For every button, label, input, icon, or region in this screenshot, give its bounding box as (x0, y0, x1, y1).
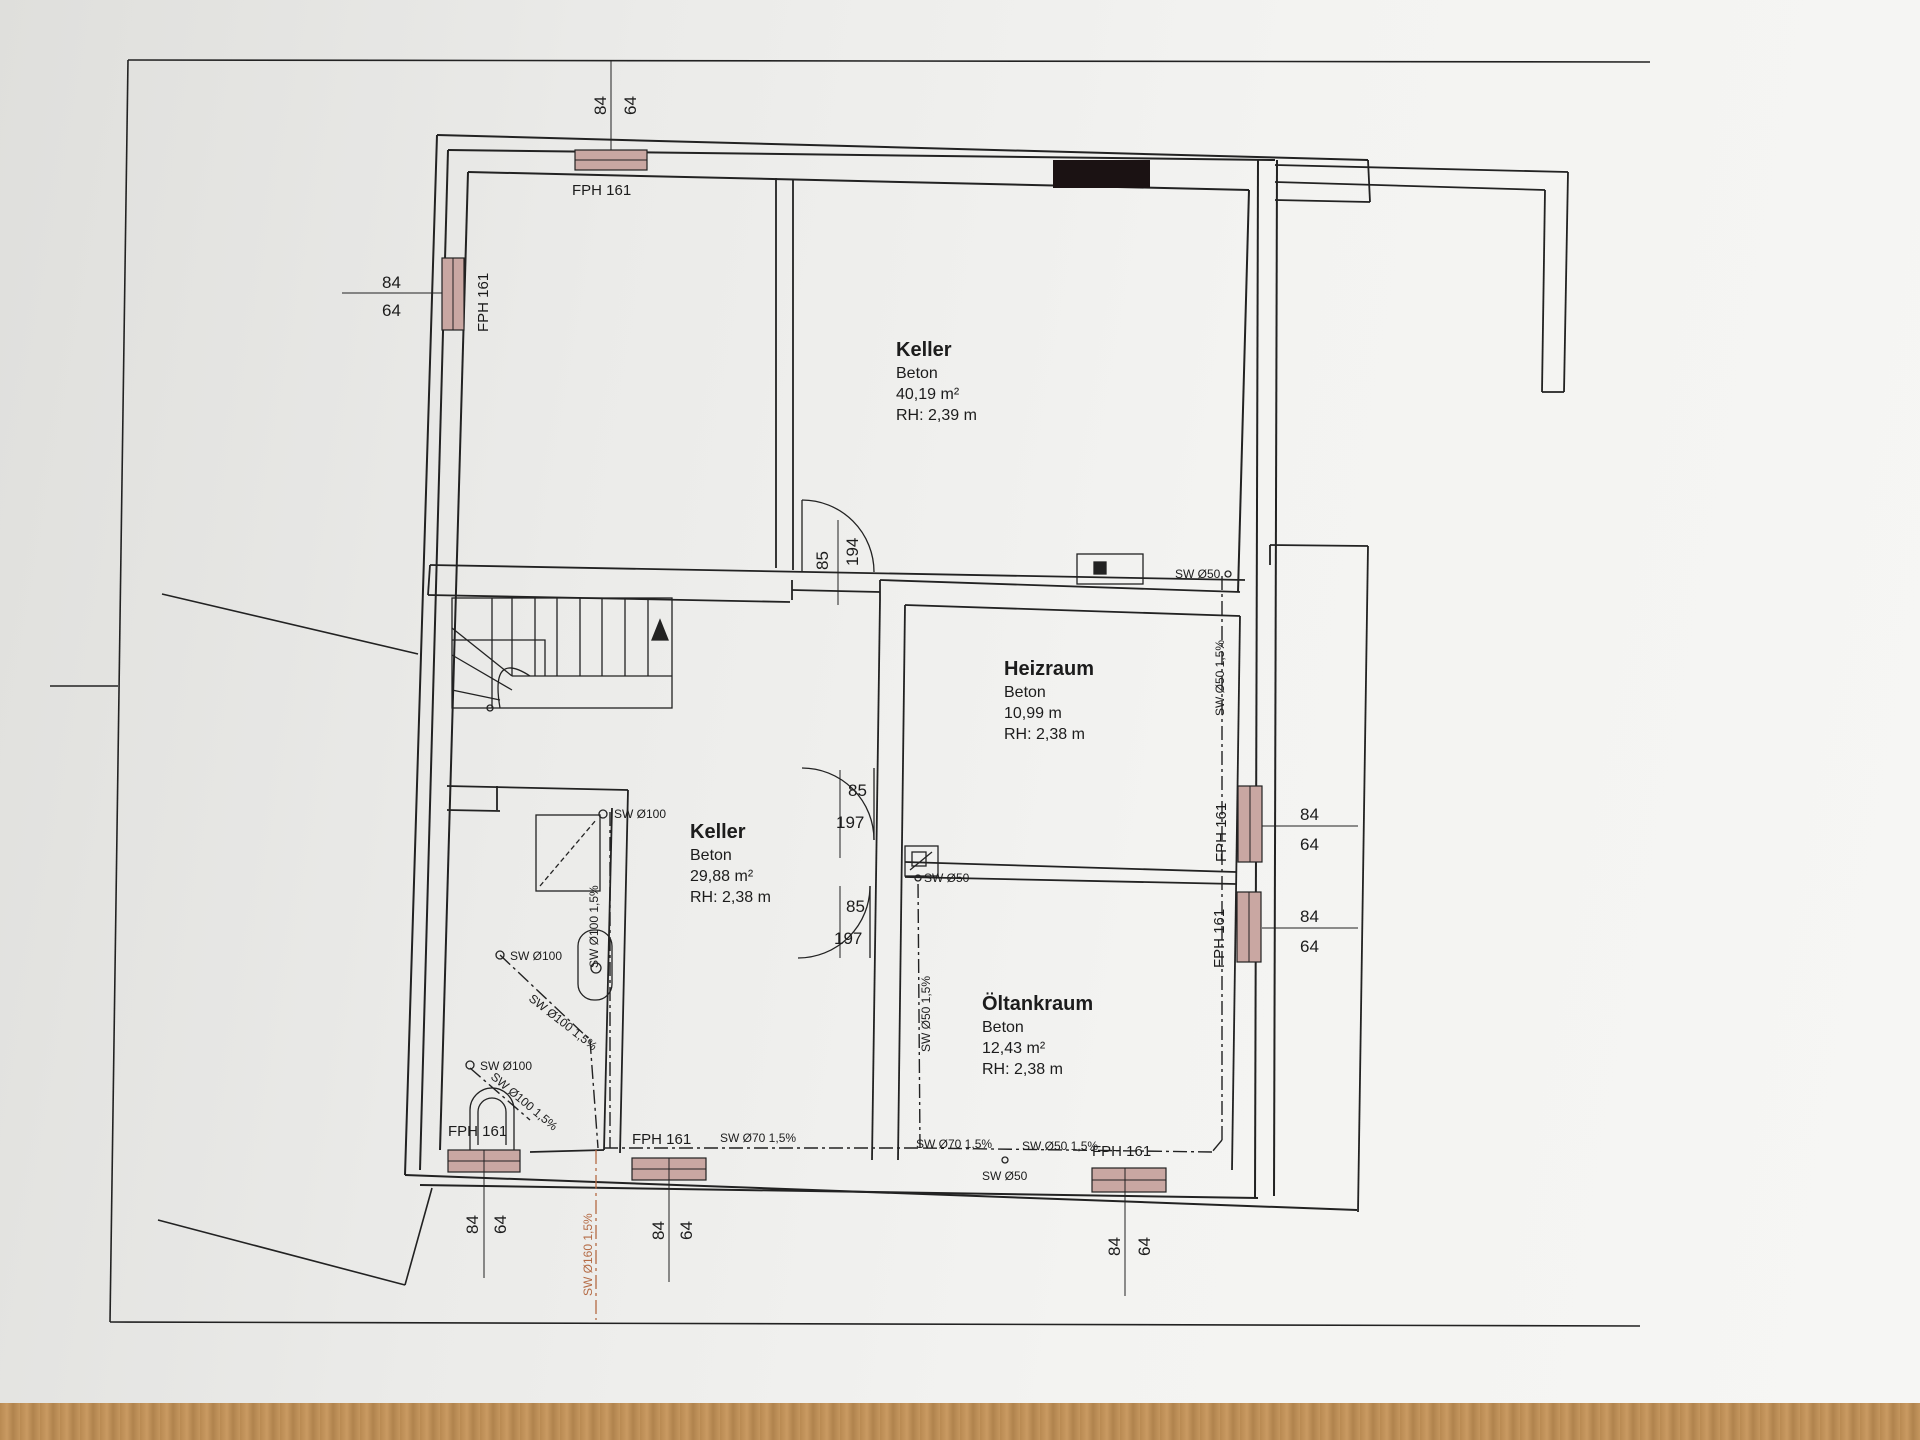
room-heizraum-height: RH: 2,38 m (1004, 726, 1085, 743)
room-keller-main-height: RH: 2,38 m (690, 889, 771, 906)
window-oeltank-dim-b: 64 (1300, 937, 1319, 956)
room-oeltankraum-name: Öltankraum (982, 992, 1093, 1015)
wooden-table-edge (0, 1403, 1920, 1440)
room-heizraum-name: Heizraum (1004, 658, 1094, 680)
drain-label-sw100-wc: SW Ø100 (480, 1059, 532, 1073)
door-top-height: 194 (843, 538, 862, 566)
window-oeltank-label: FPH 161 (1211, 909, 1228, 968)
window-bottom-right-dim-b: 64 (1135, 1237, 1154, 1256)
window-bottom-right-dim-a: 84 (1105, 1237, 1124, 1256)
staircase (451, 597, 673, 712)
door-dim-lines (837, 520, 841, 958)
window-bottom-left-dim-b: 64 (491, 1215, 510, 1234)
room-heizraum: Heizraum Beton 10,99 m RH: 2,38 m (1004, 658, 1094, 743)
room-keller-main-area: 29,88 m² (690, 868, 754, 885)
window-bottom-right-label: FPH 161 (1092, 1143, 1151, 1160)
windows (441, 149, 1263, 1193)
room-oeltankraum-area: 12,43 m² (982, 1040, 1046, 1057)
door-oeltank-height: 197 (834, 929, 862, 948)
window-heizraum-label: FPH 161 (1213, 803, 1230, 862)
room-keller-main-name: Keller (690, 821, 746, 843)
drain-label-sw160: SW Ø160 1,5% (581, 1213, 595, 1296)
room-keller-main: Keller Beton 29,88 m² RH: 2,38 m (690, 821, 771, 906)
window-left-dim-a: 84 (382, 273, 401, 292)
drain-label-sw100-shower: SW Ø100 (614, 807, 666, 821)
window-heizraum-dim-a: 84 (1300, 805, 1319, 824)
room-heizraum-area: 10,99 m (1004, 705, 1062, 722)
drain-label-sw50-floor: SW Ø50 (924, 871, 970, 885)
chimney (1053, 160, 1150, 188)
window-top-dim-b: 64 (621, 96, 640, 115)
drain-label-sw50-oeltank: SW Ø50 1,5% (919, 976, 933, 1052)
right-annex (1269, 159, 1569, 1213)
window-oeltank-dim-a: 84 (1300, 907, 1319, 926)
bathroom-fixtures (469, 814, 613, 1150)
drain-points (465, 570, 1232, 1164)
drain-label-sw50-bottom: SW Ø50 1,5% (1022, 1139, 1098, 1153)
drain-label-sw50-outlet: SW Ø50 (982, 1169, 1028, 1183)
window-dim-lines (342, 60, 1358, 1296)
site-border (50, 59, 1651, 1327)
window-top-dim-a: 84 (591, 96, 610, 115)
drain-label-sw100-vertical: SW Ø100 1,5% (587, 885, 601, 968)
room-keller-top-name: Keller (896, 339, 952, 361)
window-top-label: FPH 161 (572, 182, 631, 199)
door-heizraum-height: 197 (836, 813, 864, 832)
window-left-dim-b: 64 (382, 301, 401, 320)
drain-label-sw100-diag: SW Ø100 1,5% (526, 991, 600, 1053)
window-bottom-mid-label: FPH 161 (632, 1131, 691, 1148)
window-bottom-mid-dim-a: 84 (649, 1221, 668, 1240)
window-left-label: FPH 161 (475, 273, 492, 332)
door-oeltank-width: 85 (846, 897, 865, 916)
door-swings (797, 499, 875, 959)
paper-sheet (0, 0, 1920, 1403)
floor-plan: FPH 161 84 64 FPH 161 84 64 FPH 161 84 6… (50, 59, 1651, 1327)
floor-drain-box (904, 845, 939, 877)
boiler (1076, 553, 1144, 585)
window-bottom-mid-dim-b: 64 (677, 1221, 696, 1240)
window-heizraum-dim-b: 64 (1300, 835, 1319, 854)
room-oeltankraum: Öltankraum Beton 12,43 m² RH: 2,38 m (982, 992, 1093, 1078)
window-bottom-left-label: FPH 161 (448, 1123, 507, 1140)
room-keller-top: Keller Beton 40,19 m² RH: 2,39 m (896, 339, 977, 424)
drain-label-sw100-sink: SW Ø100 (510, 949, 562, 963)
drain-pipes (469, 576, 1223, 1153)
room-oeltankraum-material: Beton (982, 1019, 1024, 1036)
door-top-width: 85 (813, 551, 832, 570)
drain-label-sw70-right: SW Ø70 1,5% (916, 1137, 992, 1151)
room-keller-top-height: RH: 2,39 m (896, 407, 977, 424)
room-oeltankraum-height: RH: 2,38 m (982, 1061, 1063, 1078)
door-heizraum-width: 85 (848, 781, 867, 800)
room-keller-top-area: 40,19 m² (896, 386, 960, 403)
room-keller-top-material: Beton (896, 365, 938, 382)
room-heizraum-material: Beton (1004, 684, 1046, 701)
room-keller-main-material: Beton (690, 847, 732, 864)
drain-label-sw50-heizraum: SW Ø50 1,5% (1213, 640, 1227, 716)
drain-label-sw50-top: SW Ø50 (1175, 567, 1221, 581)
window-bottom-left-dim-a: 84 (463, 1215, 482, 1234)
drain-label-sw70-left: SW Ø70 1,5% (720, 1131, 796, 1145)
